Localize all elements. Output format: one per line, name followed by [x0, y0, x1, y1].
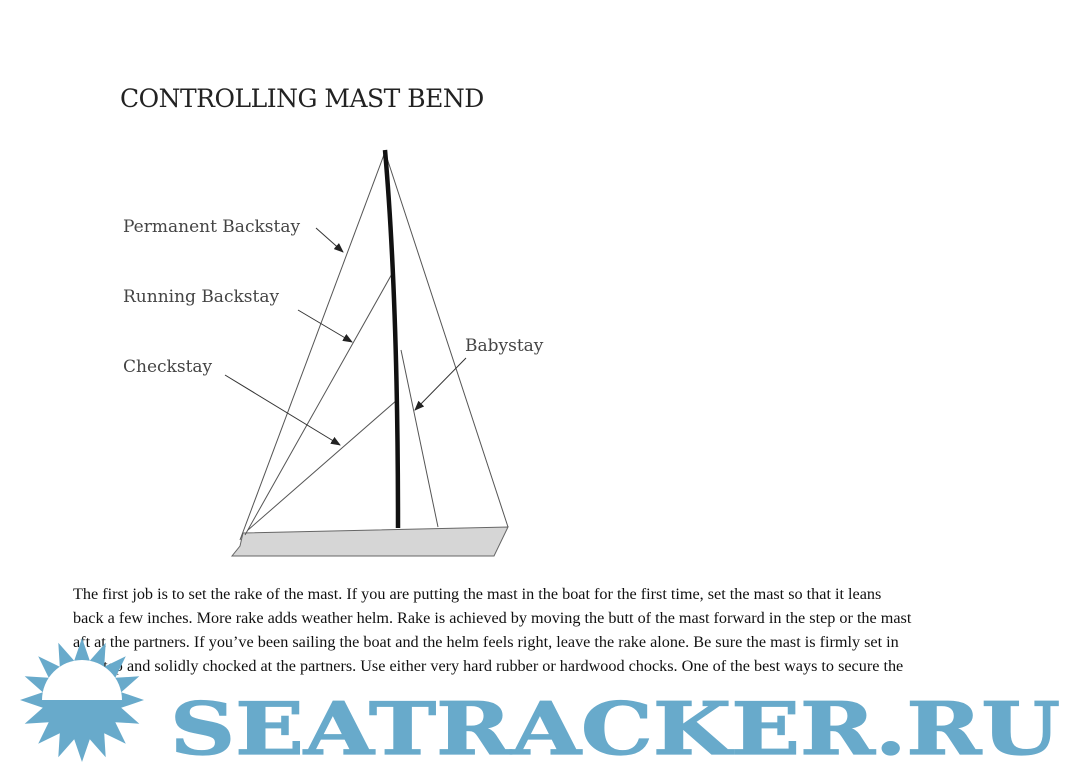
paragraph-line: back a few inches. More rake adds weathe…: [73, 609, 912, 627]
body-paragraph: The first job is to set the rake of the …: [73, 582, 1023, 678]
arrow-running-backstay: [297, 309, 353, 343]
babystay: [400, 349, 439, 528]
label-babystay: Babystay: [465, 336, 544, 356]
arrow-checkstay: [224, 374, 341, 446]
label-running-backstay: Running Backstay: [123, 287, 280, 307]
label-checkstay: Checkstay: [123, 357, 213, 377]
sailboat-diagram: [224, 149, 509, 557]
watermark-text: SEATRACKER.RU: [170, 686, 1060, 763]
forestay: [384, 151, 509, 528]
paragraph-line: the step and solidly chocked at the part…: [73, 657, 904, 675]
figure-title: CONTROLLING MAST BEND: [120, 84, 484, 113]
mast: [382, 149, 401, 529]
paragraph-line: aft at the partners. If you’ve been sail…: [73, 633, 899, 651]
arrow-babystay: [414, 357, 467, 411]
checkstay: [247, 399, 398, 531]
permanent-backstay: [239, 151, 386, 541]
label-permanent-backstay: Permanent Backstay: [123, 217, 301, 237]
arrow-permanent-backstay: [315, 227, 344, 253]
paragraph-line: The first job is to set the rake of the …: [73, 585, 882, 603]
hull: [230, 526, 509, 557]
running-backstay: [244, 271, 394, 536]
